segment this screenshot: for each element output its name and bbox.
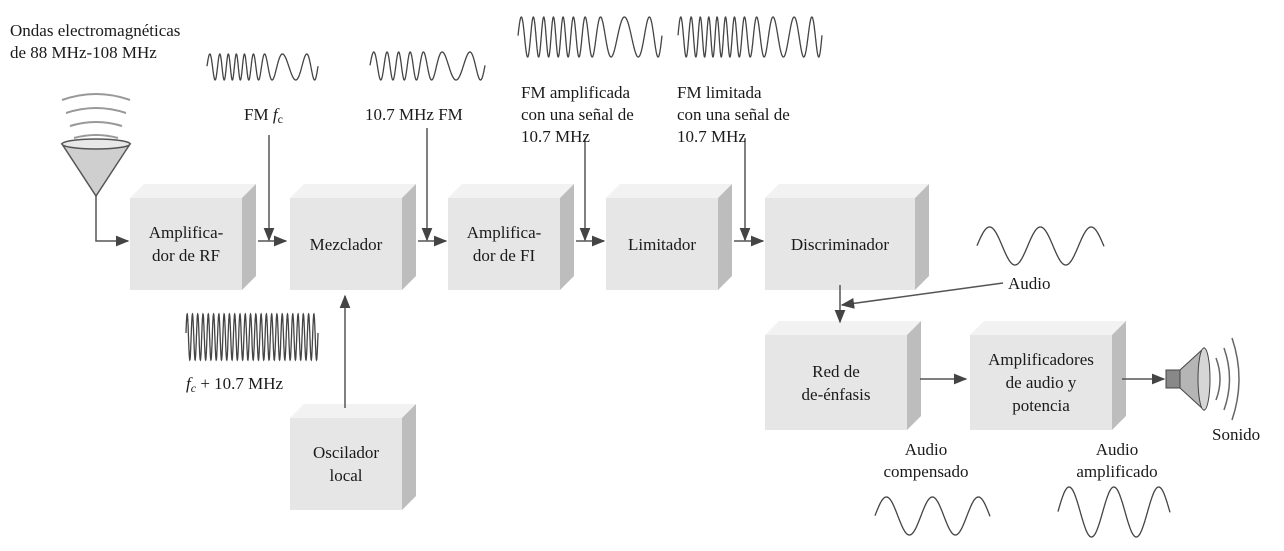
wave-audio-icon — [976, 226, 1105, 266]
wave-local-oscillator-icon — [185, 312, 319, 362]
discriminator-block: Discriminador — [765, 198, 915, 290]
audio-amplified-label: Audio amplificado — [1076, 440, 1158, 481]
rf-amplifier-box — [130, 184, 256, 290]
if-amplifier-label: Amplifica- dor de FI — [466, 223, 542, 265]
limiter-box — [606, 184, 732, 290]
limiter-block: Limitador — [606, 198, 718, 290]
fm-fc-variable: f — [272, 105, 278, 124]
wave-fm-limited-icon — [677, 16, 823, 58]
wave-if-fm-icon — [369, 51, 486, 81]
antenna-to-rf-arrow — [95, 218, 130, 247]
lo-subscript: c — [190, 381, 197, 395]
audio-power-amplifier-box — [970, 321, 1126, 430]
wave-fm-amplified-icon — [517, 16, 663, 58]
lo-suffix: + 10.7 MHz — [196, 374, 284, 393]
audio-pointer — [840, 282, 1004, 309]
fm-limited-label: FM limitada con una señal de 10.7 MHz — [677, 83, 790, 146]
deemphasis-box — [765, 321, 921, 430]
discriminator-label: Discriminador — [790, 234, 890, 254]
audio-compensated-label: Audio compensado — [883, 440, 969, 481]
fm-fc-label: FM fc — [244, 104, 283, 130]
limiter-label: Limitador — [628, 234, 696, 254]
local-oscillator-box — [290, 404, 416, 510]
if-amplifier-block: Amplifica- dor de FI — [448, 198, 560, 290]
rf-amplifier-block: Amplifica- dor de RF — [130, 198, 242, 290]
fm-amplified-label: FM amplificada con una señal de 10.7 MHz — [521, 83, 634, 146]
antenna-icon — [60, 93, 132, 218]
local-oscillator-block: Oscilador local — [290, 418, 402, 510]
if-fm-label: 10.7 MHz FM — [365, 105, 463, 124]
speaker-icon — [1165, 337, 1240, 421]
sound-label: Sonido — [1212, 425, 1261, 444]
wave-fm-fc-icon — [206, 53, 319, 81]
connectors — [95, 128, 1166, 408]
mixer-box — [290, 184, 416, 290]
local-oscillator-label: Oscilador local — [312, 443, 380, 485]
if-amplifier-box — [448, 184, 574, 290]
fm-fc-prefix: FM — [244, 105, 273, 124]
audio-label: Audio — [1008, 274, 1051, 293]
fm-fc-subscript: c — [277, 112, 283, 126]
mixer-block: Mezclador — [290, 198, 402, 290]
wave-audio-amplified-icon — [1057, 486, 1171, 538]
deemphasis-label: Red de de-énfasis — [801, 361, 871, 404]
rf-amplifier-label: Amplifica- dor de RF — [148, 223, 224, 265]
lo-frequency-label: fc + 10.7 MHz — [186, 373, 283, 399]
discriminator-box — [765, 184, 929, 290]
mixer-label: Mezclador — [309, 234, 383, 254]
antenna-caption: Ondas electromagnéticas de 88 MHz-108 MH… — [10, 21, 181, 62]
deemphasis-block: Red de de-énfasis — [765, 335, 907, 430]
wave-audio-compensated-icon — [874, 496, 991, 536]
lo-variable: f — [186, 374, 191, 393]
audio-power-amplifier-label: Amplificadores de audio y potencia — [988, 350, 1094, 415]
audio-power-amplifier-block: Amplificadores de audio y potencia — [970, 335, 1112, 430]
